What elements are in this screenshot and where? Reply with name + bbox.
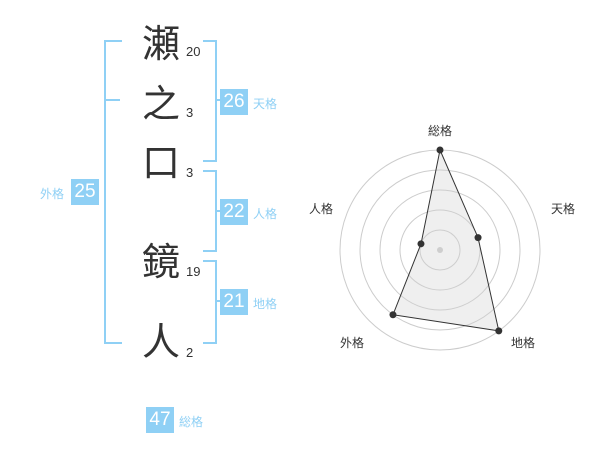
radar-point-0: [436, 146, 444, 154]
radar-label-tenkaku: 天格: [551, 202, 576, 216]
radar-point-1: [474, 234, 482, 242]
tenkaku-value-box: 26: [220, 89, 248, 115]
jinkaku-bracket-tick: [215, 210, 221, 212]
jinkaku-value-box: 22: [220, 199, 248, 225]
stroke-count-4: 19: [186, 264, 201, 279]
stroke-count-5: 2: [186, 345, 194, 360]
chikaku-label: 地格: [253, 297, 278, 311]
jinkaku-label: 人格: [253, 207, 278, 221]
radar-label-gaikaku: 外格: [340, 336, 365, 350]
radar-label-soukaku: 総格: [428, 124, 453, 138]
tenkaku-bracket: [203, 40, 217, 162]
tenkaku-label: 天格: [253, 97, 278, 111]
radar-label-jinkaku: 人格: [309, 202, 334, 216]
chikaku-bracket-tick: [215, 300, 221, 302]
name-char-4: 鏡: [141, 240, 180, 284]
name-char-2: 之: [141, 82, 180, 126]
stroke-count-2: 3: [186, 105, 194, 120]
name-char-5: 人: [141, 320, 180, 364]
chikaku-value-box: 21: [220, 289, 248, 315]
radar-ring: [419, 229, 461, 271]
tenkaku-bracket-tick: [215, 99, 221, 101]
radar-point-2: [495, 327, 503, 335]
radar-label-chikaku: 地格: [511, 336, 536, 350]
gaikaku-bracket: [104, 40, 122, 344]
radar-polygon: [392, 148, 500, 332]
gaikaku-label: 外格: [40, 187, 65, 201]
soukaku-label: 総格: [179, 415, 204, 429]
name-char-3: 口: [141, 141, 180, 185]
radar-point-4: [417, 240, 425, 248]
soukaku-value-box: 47: [146, 407, 174, 433]
gaikaku-value-box: 25: [71, 179, 99, 205]
gaikaku-bracket-tick: [104, 99, 120, 101]
radar-ring: [399, 209, 481, 291]
radar-center-dot: [437, 247, 443, 253]
stroke-count-1: 20: [186, 44, 201, 59]
radar-point-3: [389, 311, 397, 319]
stroke-count-3: 3: [186, 165, 194, 180]
chikaku-bracket: [203, 260, 217, 344]
name-char-1: 瀬: [141, 22, 180, 66]
radar-ring: [379, 189, 501, 311]
radar-ring: [359, 169, 521, 331]
